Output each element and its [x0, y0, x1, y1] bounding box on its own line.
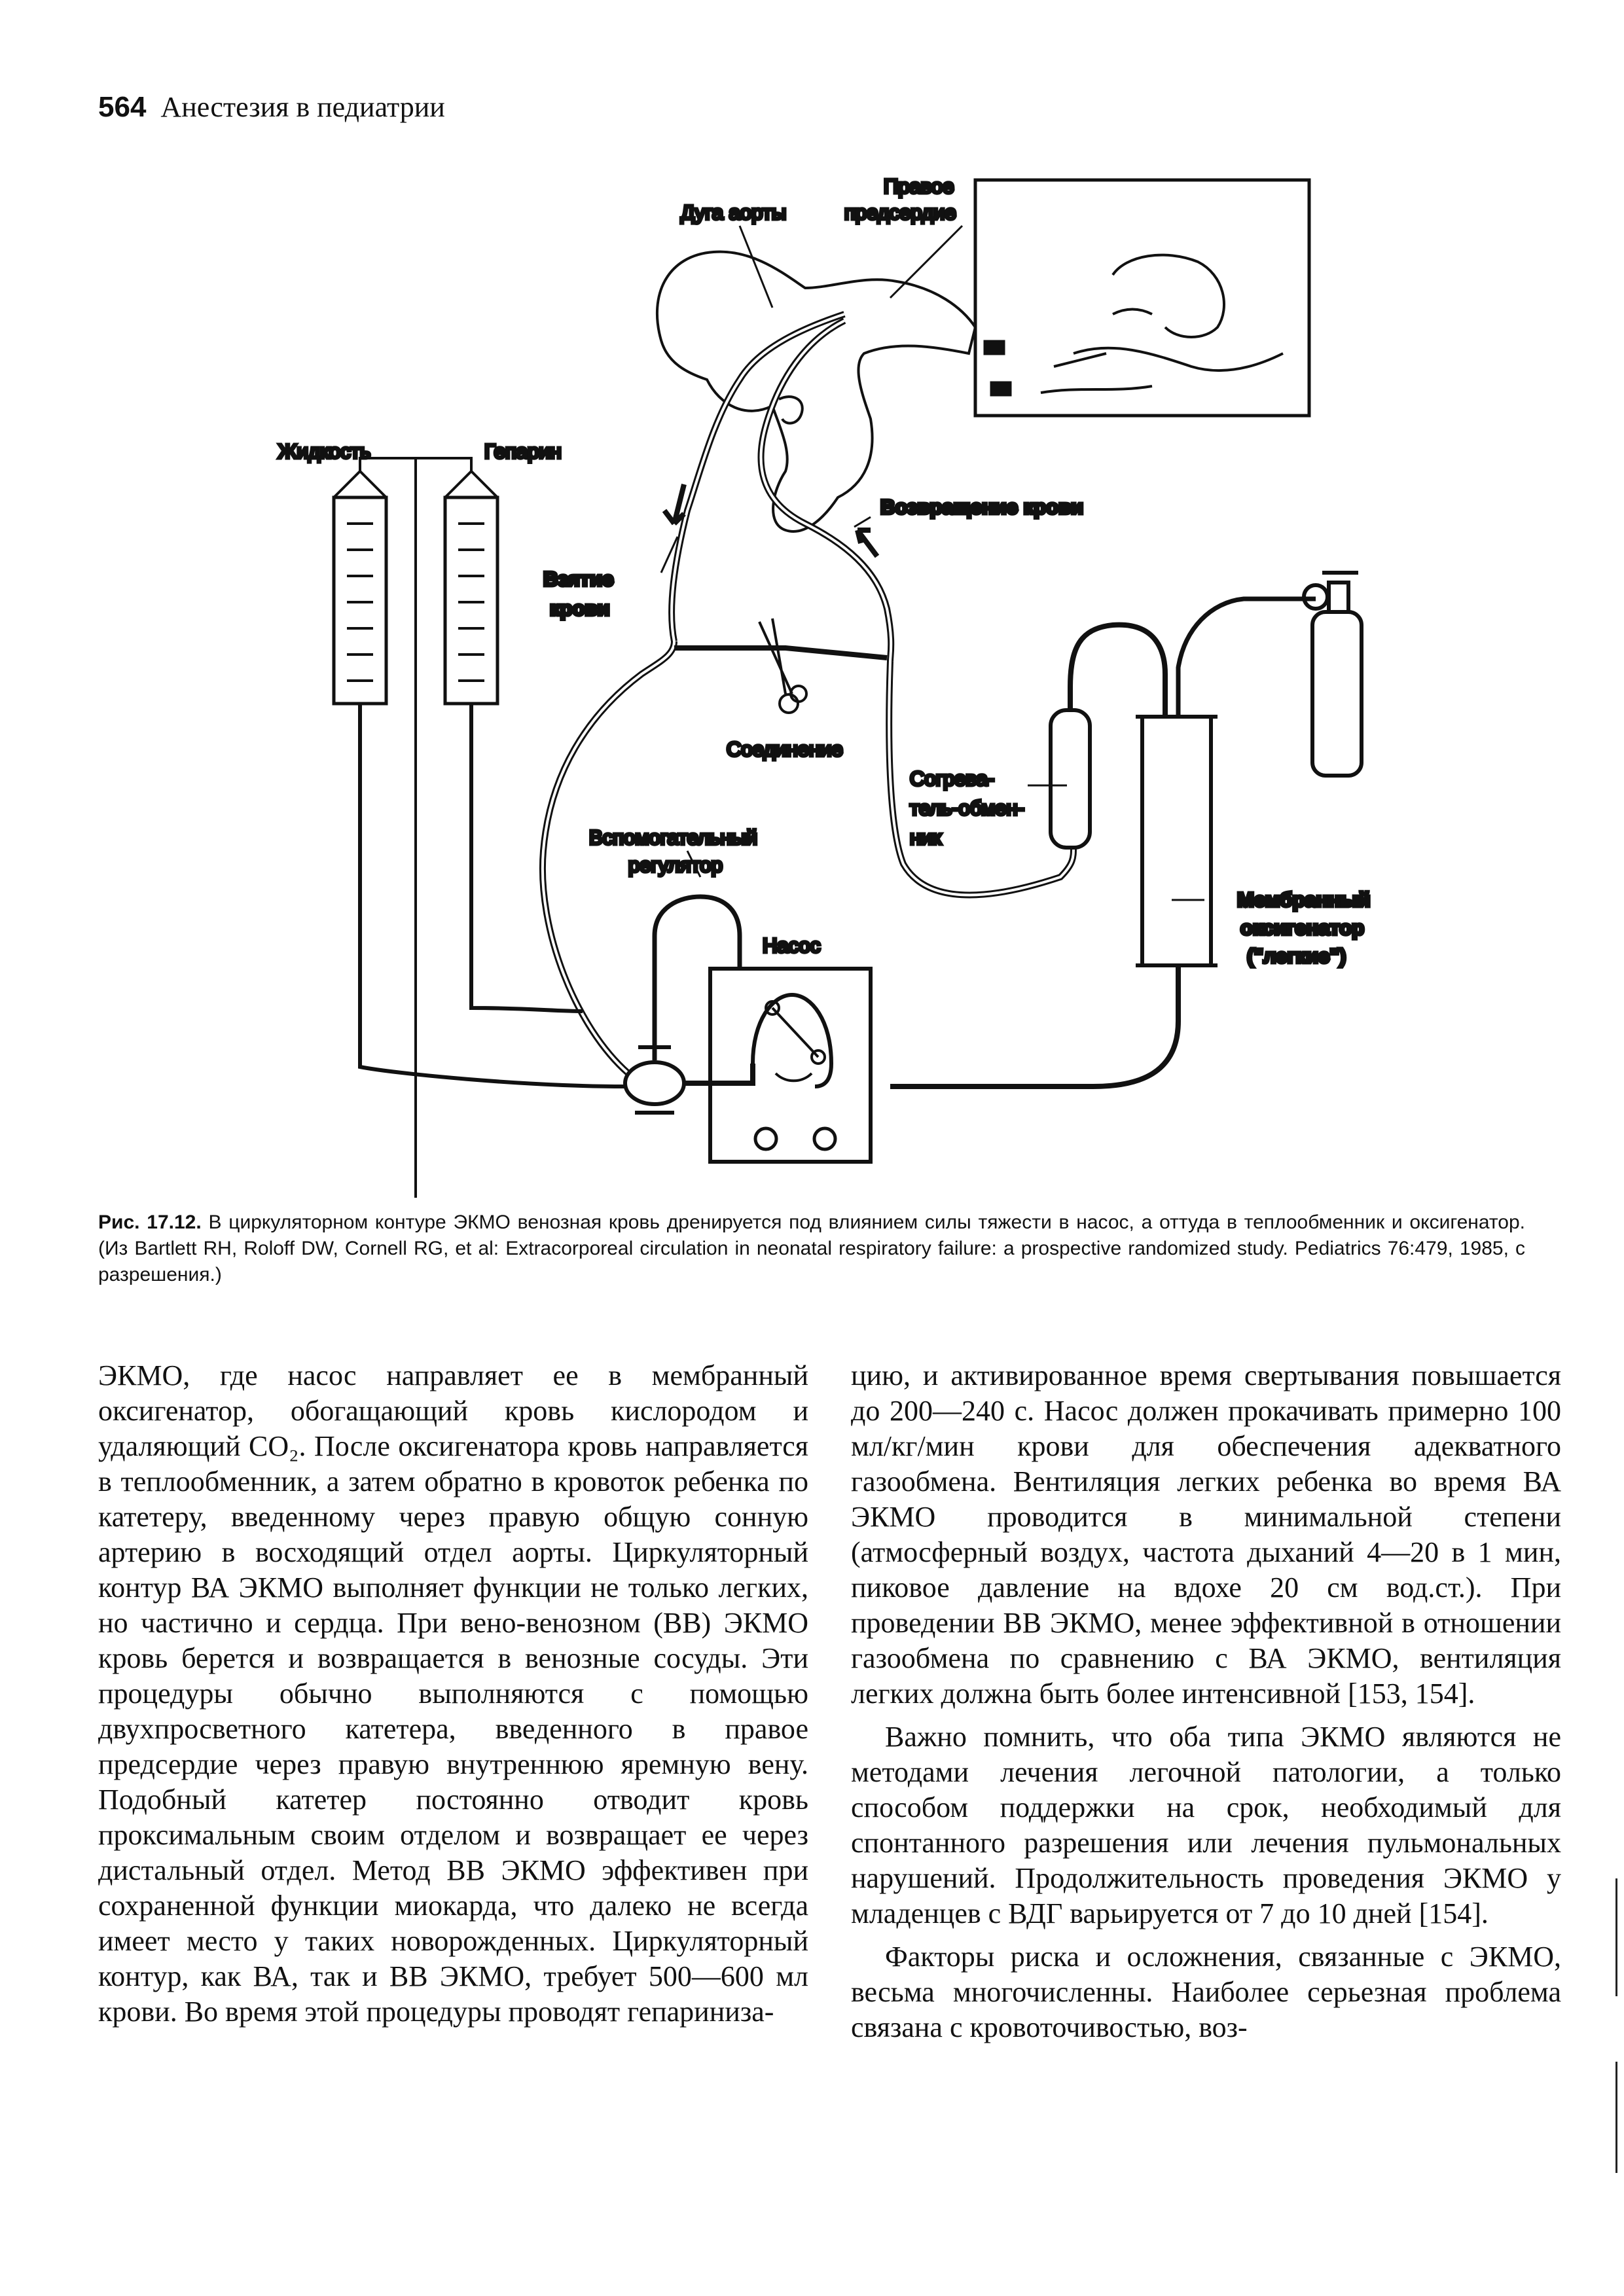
- right-column: цию, и активированное время свертывания …: [851, 1358, 1561, 2053]
- oxygenator-to-pump-line: [890, 965, 1181, 1089]
- fluid-line: [358, 704, 626, 1088]
- pump-arrow: [774, 1072, 813, 1083]
- label-blood-return: Возвращение крови: [880, 495, 1083, 518]
- page-number: 564: [98, 91, 147, 123]
- caption-text: В циркуляторном контуре ЭКМО венозная кр…: [98, 1211, 1525, 1285]
- label-heparin: Гепарин: [484, 440, 562, 463]
- fluid-bag: [332, 495, 388, 706]
- bridge-line: [674, 645, 888, 660]
- label-aortic-arch: Дуга аорты: [681, 201, 786, 224]
- clamp-icon: [758, 618, 808, 714]
- scan-edge-mark-lower: [1615, 2062, 1617, 2173]
- heparin-bag: [443, 495, 499, 706]
- infant-drawing: [655, 250, 977, 533]
- inset-box: [973, 178, 1311, 418]
- ecmo-circuit-figure: Дуга аорты Правое предсердие Жидкость Ге…: [277, 173, 1372, 1198]
- draw-arrow-icon: [662, 484, 687, 526]
- pump-rotor: [771, 1007, 820, 1058]
- pump-indicator-right: [812, 1126, 837, 1151]
- fluid-bag-marks: [347, 522, 373, 682]
- caption-title: Рис. 17.12.: [98, 1211, 202, 1233]
- left-paragraph-1: ЭКМО, где насос направляет ее в мембранн…: [98, 1359, 808, 2028]
- heat-exchanger-pipe: [1068, 622, 1168, 717]
- figure-caption: Рис. 17.12. В циркуляторном контуре ЭКМО…: [98, 1210, 1525, 1288]
- label-aux-regulator-1: Вспомогательный: [589, 826, 757, 849]
- gas-line: [1176, 596, 1316, 717]
- auxiliary-regulator: [652, 894, 742, 1060]
- label-fluid: Жидкость: [278, 440, 370, 463]
- left-column: ЭКМО, где насос направляет ее в мембранн…: [98, 1358, 808, 2037]
- heat-exchanger: [1049, 708, 1092, 850]
- heparin-bag-marks: [458, 522, 484, 682]
- regulator-stem: [638, 1034, 671, 1049]
- label-right-atrium-1: Правое: [884, 175, 954, 198]
- inset-infant-drawing: [1040, 253, 1284, 394]
- return-line-inner: [888, 660, 1075, 897]
- label-pump: Насос: [763, 934, 820, 957]
- page-header: 564 Анестезия в педиатрии: [98, 90, 445, 124]
- heparin-line: [469, 704, 583, 1013]
- pump-roller-track: [751, 992, 834, 1088]
- bag-hanger: [333, 457, 499, 1198]
- venous-bladder: [623, 1060, 686, 1106]
- pump-roller-1: [765, 1000, 780, 1016]
- label-connection: Соединение: [727, 738, 843, 761]
- membrane-oxygenator: [1140, 715, 1213, 967]
- label-oxygenator-2: оксигенатор: [1240, 916, 1364, 939]
- label-right-atrium-2: предсердие: [844, 201, 956, 224]
- label-blood-draw-2: крови: [550, 597, 610, 620]
- scan-edge-mark: [1615, 1878, 1617, 1996]
- pump-indicator-left: [753, 1126, 778, 1151]
- inset-connector-2: [990, 381, 1012, 397]
- label-heat-exchanger-2: тель-обмен-: [910, 797, 1024, 819]
- pump-housing: [708, 967, 873, 1164]
- infant-hand: [778, 395, 804, 425]
- return-arrow-icon: [855, 528, 880, 558]
- gas-cylinder-icon: [1302, 571, 1363, 778]
- right-paragraph-2: Важно помнить, что оба типа ЭКМО являютс…: [851, 1721, 1561, 1929]
- label-blood-draw-1: Взятие: [543, 567, 613, 590]
- oxygenator-caps: [1136, 715, 1218, 967]
- bladder-to-pump: [684, 1064, 755, 1086]
- pump-roller-2: [810, 1049, 826, 1065]
- drainage-line-inner: [541, 641, 676, 1075]
- running-title: Анестезия в педиатрии: [160, 91, 445, 123]
- venous-catheter-inner: [759, 319, 893, 662]
- label-oxygenator-3: ("легкие"): [1247, 944, 1346, 967]
- label-aux-regulator-2: регулятор: [628, 853, 723, 876]
- arterial-catheter-inner: [670, 313, 845, 642]
- leader-lines: [660, 224, 1204, 901]
- label-heat-exchanger-1: Согрева-: [910, 767, 994, 790]
- label-heat-exchanger-3: ник: [910, 826, 941, 849]
- label-oxygenator-1: Мембранный: [1237, 888, 1370, 911]
- inset-connector-1: [983, 340, 1005, 355]
- venous-catheter: [757, 317, 895, 662]
- right-paragraph-1: цию, и активированное время свертывания …: [851, 1359, 1561, 1710]
- right-paragraph-3: Факторы риска и осложнения, связанные с …: [851, 1941, 1561, 2043]
